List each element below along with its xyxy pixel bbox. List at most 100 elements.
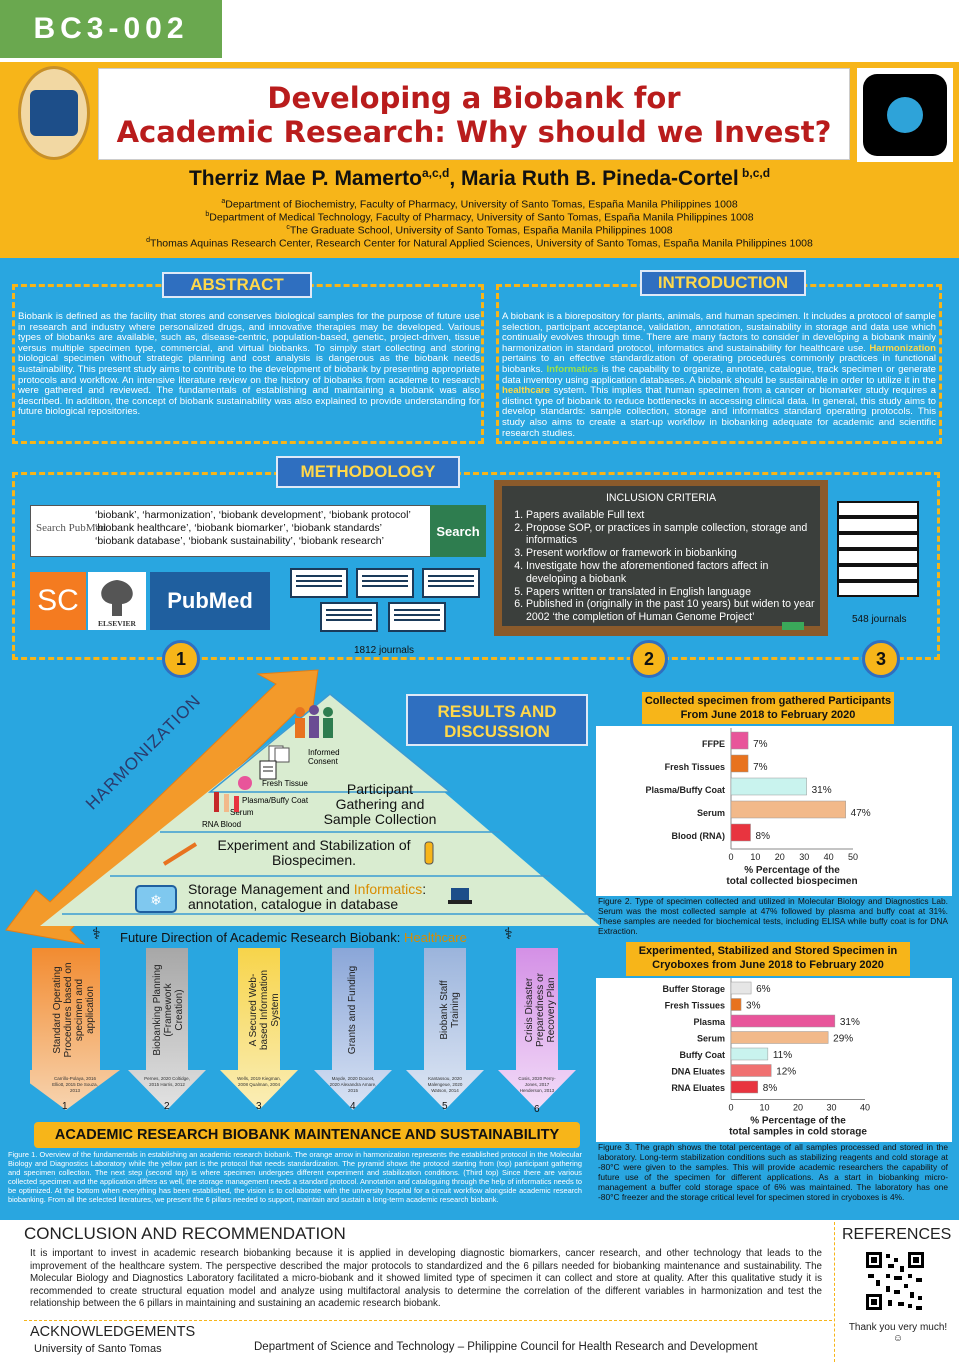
search-button[interactable]: Search bbox=[430, 505, 486, 557]
x-axis-label-line1: % Percentage of the bbox=[744, 865, 840, 876]
introduction-title: INTRODUCTION bbox=[640, 270, 806, 296]
bar bbox=[730, 998, 742, 1011]
section-divider bbox=[24, 1320, 832, 1321]
pillars bbox=[30, 948, 576, 1110]
data-label: 47% bbox=[851, 808, 871, 819]
tick-label: 40 bbox=[824, 852, 834, 862]
results-title: RESULTS AND DISCUSSION bbox=[406, 694, 588, 746]
x-axis-label-line2: total samples in cold storage bbox=[729, 1127, 867, 1138]
pillar-5-shape bbox=[406, 948, 484, 1110]
affil-sup: c bbox=[286, 224, 290, 231]
paper-icon bbox=[388, 602, 446, 632]
criteria-item: Papers written or translated in English … bbox=[526, 586, 820, 599]
fresh-tissue-label: Fresh Tissue bbox=[262, 779, 308, 788]
affil-text: The Graduate School, University of Santo… bbox=[289, 224, 673, 237]
pillar-3-shape bbox=[220, 948, 298, 1110]
x-axis-label-line2: total collected biospecimen bbox=[726, 876, 857, 887]
affil-text: Thomas Aquinas Research Center, Research… bbox=[150, 237, 813, 250]
title-line-2: Academic Research: Why should we Invest? bbox=[116, 115, 832, 149]
bottom-section bbox=[0, 1220, 959, 1362]
search-terms: ‘biobank’, ‘harmonization’, ‘biobank dev… bbox=[95, 509, 411, 548]
rna-blood-label: RNA Blood bbox=[202, 820, 242, 829]
category-label: Blood (RNA) bbox=[672, 831, 726, 841]
pipette-icon bbox=[160, 840, 200, 868]
search-placeholder: Search PubMed bbox=[36, 522, 106, 534]
maintenance-base-bar: ACADEMIC RESEARCH BIOBANK MAINTENANCE AN… bbox=[34, 1122, 580, 1148]
pillar-4-shape bbox=[314, 948, 392, 1110]
affil-sup: d bbox=[146, 237, 151, 244]
bar bbox=[730, 1064, 772, 1077]
inclusion-criteria-board: INCLUSION CRITERIA Papers available Full… bbox=[502, 486, 820, 626]
acknowledgements-title: ACKNOWLEDGEMENTS bbox=[30, 1324, 196, 1340]
level-3-text: Storage Management and bbox=[188, 881, 354, 897]
pillar-1-shape bbox=[30, 948, 120, 1110]
bar bbox=[730, 1031, 829, 1044]
category-label: Buffy Coat bbox=[680, 1050, 726, 1060]
level-3-colon: : bbox=[422, 881, 427, 897]
tick-label: 50 bbox=[848, 852, 858, 862]
tick-label: 30 bbox=[799, 852, 809, 862]
pillar-4-number: 4 bbox=[350, 1101, 356, 1112]
journals-count-1: 1812 journals bbox=[354, 645, 415, 656]
title-line-1: Developing a Biobank for bbox=[267, 81, 681, 115]
tick-label: 40 bbox=[860, 1103, 870, 1113]
poster-title: Developing a Biobank for Academic Resear… bbox=[98, 68, 850, 160]
level-3-subtext: annotation, catalogue in database bbox=[188, 896, 399, 912]
conclusion-text: It is important to invest in academic re… bbox=[30, 1248, 822, 1310]
future-keyword: Healthcare bbox=[403, 930, 467, 945]
chalkboard-eraser bbox=[782, 622, 804, 630]
search-term-line: ‘biobank database’, ‘biobank sustainabil… bbox=[95, 535, 384, 547]
pyramid bbox=[40, 694, 600, 926]
methodology-title: METHODOLOGY bbox=[276, 456, 460, 488]
pillar-6-shape bbox=[498, 948, 576, 1110]
tick-label: 10 bbox=[759, 1103, 769, 1113]
pillar-6-number: 6 bbox=[534, 1104, 540, 1115]
pillar-5-refs: Kantassou, 2020 Malengeue, 2020 Watson, … bbox=[427, 1076, 463, 1093]
pillar-1-number: 1 bbox=[62, 1101, 68, 1112]
category-label: Fresh Tissues bbox=[665, 762, 725, 772]
pillar-5-number: 5 bbox=[442, 1101, 448, 1112]
criteria-item: Investigate how the aforementioned facto… bbox=[526, 560, 820, 586]
author-line: Therriz Mae P. Mamertoa,c,d, Maria Ruth … bbox=[0, 166, 959, 191]
chart-2-panel bbox=[596, 978, 952, 1142]
data-label: 8% bbox=[763, 1083, 778, 1094]
bar bbox=[730, 1080, 759, 1094]
introduction-text: A biobank is a biorepository for plants,… bbox=[502, 311, 936, 439]
criteria-list: Papers available Full text Propose SOP, … bbox=[502, 509, 820, 624]
category-label: Plasma bbox=[693, 1017, 726, 1027]
blood-tube-icons bbox=[212, 790, 242, 830]
criteria-item: Propose SOP, or practices in sample coll… bbox=[526, 522, 820, 548]
affil-sup: b bbox=[205, 211, 210, 218]
pillar-2-label: Biobanking Planning (Framework Creation) bbox=[152, 964, 185, 1056]
inclusion-title: INCLUSION CRITERIA bbox=[605, 492, 717, 504]
intro-part: pertains to an effective standardization… bbox=[502, 353, 936, 375]
tick-label: 20 bbox=[793, 1103, 803, 1113]
future-text: Future Direction of Academic Research Bi… bbox=[120, 930, 404, 945]
category-label: Serum bbox=[697, 1034, 725, 1044]
tissue-icon bbox=[236, 774, 254, 792]
people-icon bbox=[290, 704, 338, 740]
pubmed-search-bar[interactable] bbox=[30, 505, 486, 557]
pillar-1-label: Standard Operating Procedures based on s… bbox=[52, 962, 96, 1058]
data-label: 7% bbox=[753, 739, 768, 750]
author-sep: , bbox=[449, 167, 461, 190]
journals-count-2: 548 journals bbox=[852, 614, 907, 625]
results-title-line: DISCUSSION bbox=[444, 722, 550, 741]
informed-consent-label: Informed Consent bbox=[308, 748, 340, 766]
laptop-icon bbox=[448, 886, 472, 906]
caduceus-icon: ⚕ bbox=[92, 926, 101, 943]
category-label: Serum bbox=[697, 808, 725, 818]
abstract-title: ABSTRACT bbox=[162, 272, 312, 298]
pillar-2-shape bbox=[128, 948, 206, 1110]
data-label: 8% bbox=[756, 831, 771, 842]
plasma-buffy-label: Plasma/Buffy Coat bbox=[242, 796, 309, 805]
bar bbox=[730, 731, 749, 750]
x-axis-label-line1: % Percentage of the bbox=[750, 1116, 846, 1127]
pillar-6-label: Crisis Disaster Preparedness or Recovery… bbox=[524, 973, 557, 1047]
acknowledgement-dost: Department of Science and Technology – P… bbox=[254, 1341, 758, 1353]
qr-code-icon[interactable] bbox=[864, 1250, 926, 1312]
affil-text: Department of Biochemistry, Faculty of P… bbox=[225, 198, 738, 211]
pillar-3-number: 3 bbox=[256, 1101, 262, 1112]
data-label: 12% bbox=[776, 1067, 796, 1078]
